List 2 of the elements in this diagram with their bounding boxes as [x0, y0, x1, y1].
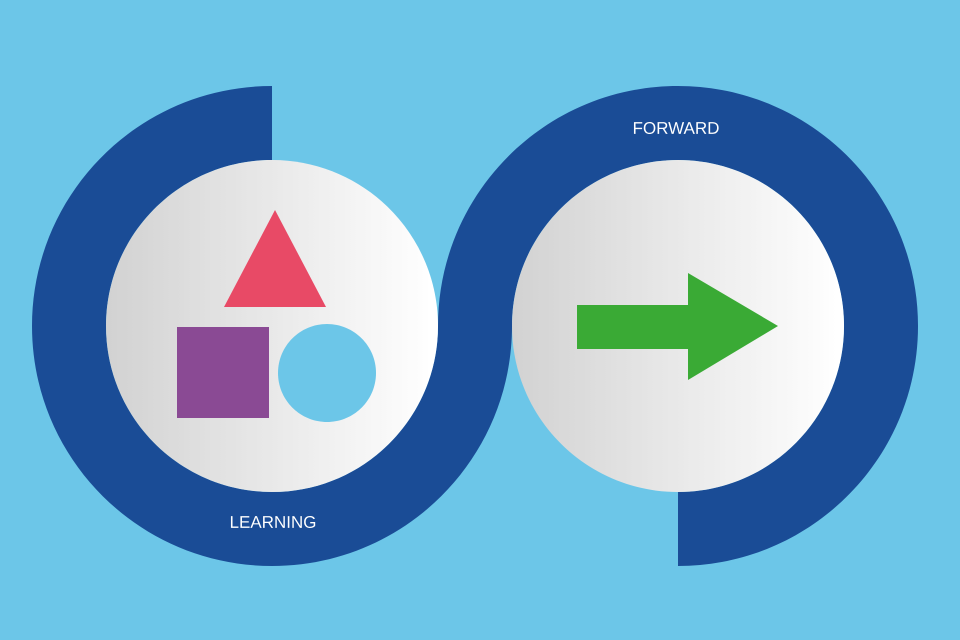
ring-label: LEARNING [230, 516, 316, 528]
ring-label: FORWARD [634, 122, 719, 134]
